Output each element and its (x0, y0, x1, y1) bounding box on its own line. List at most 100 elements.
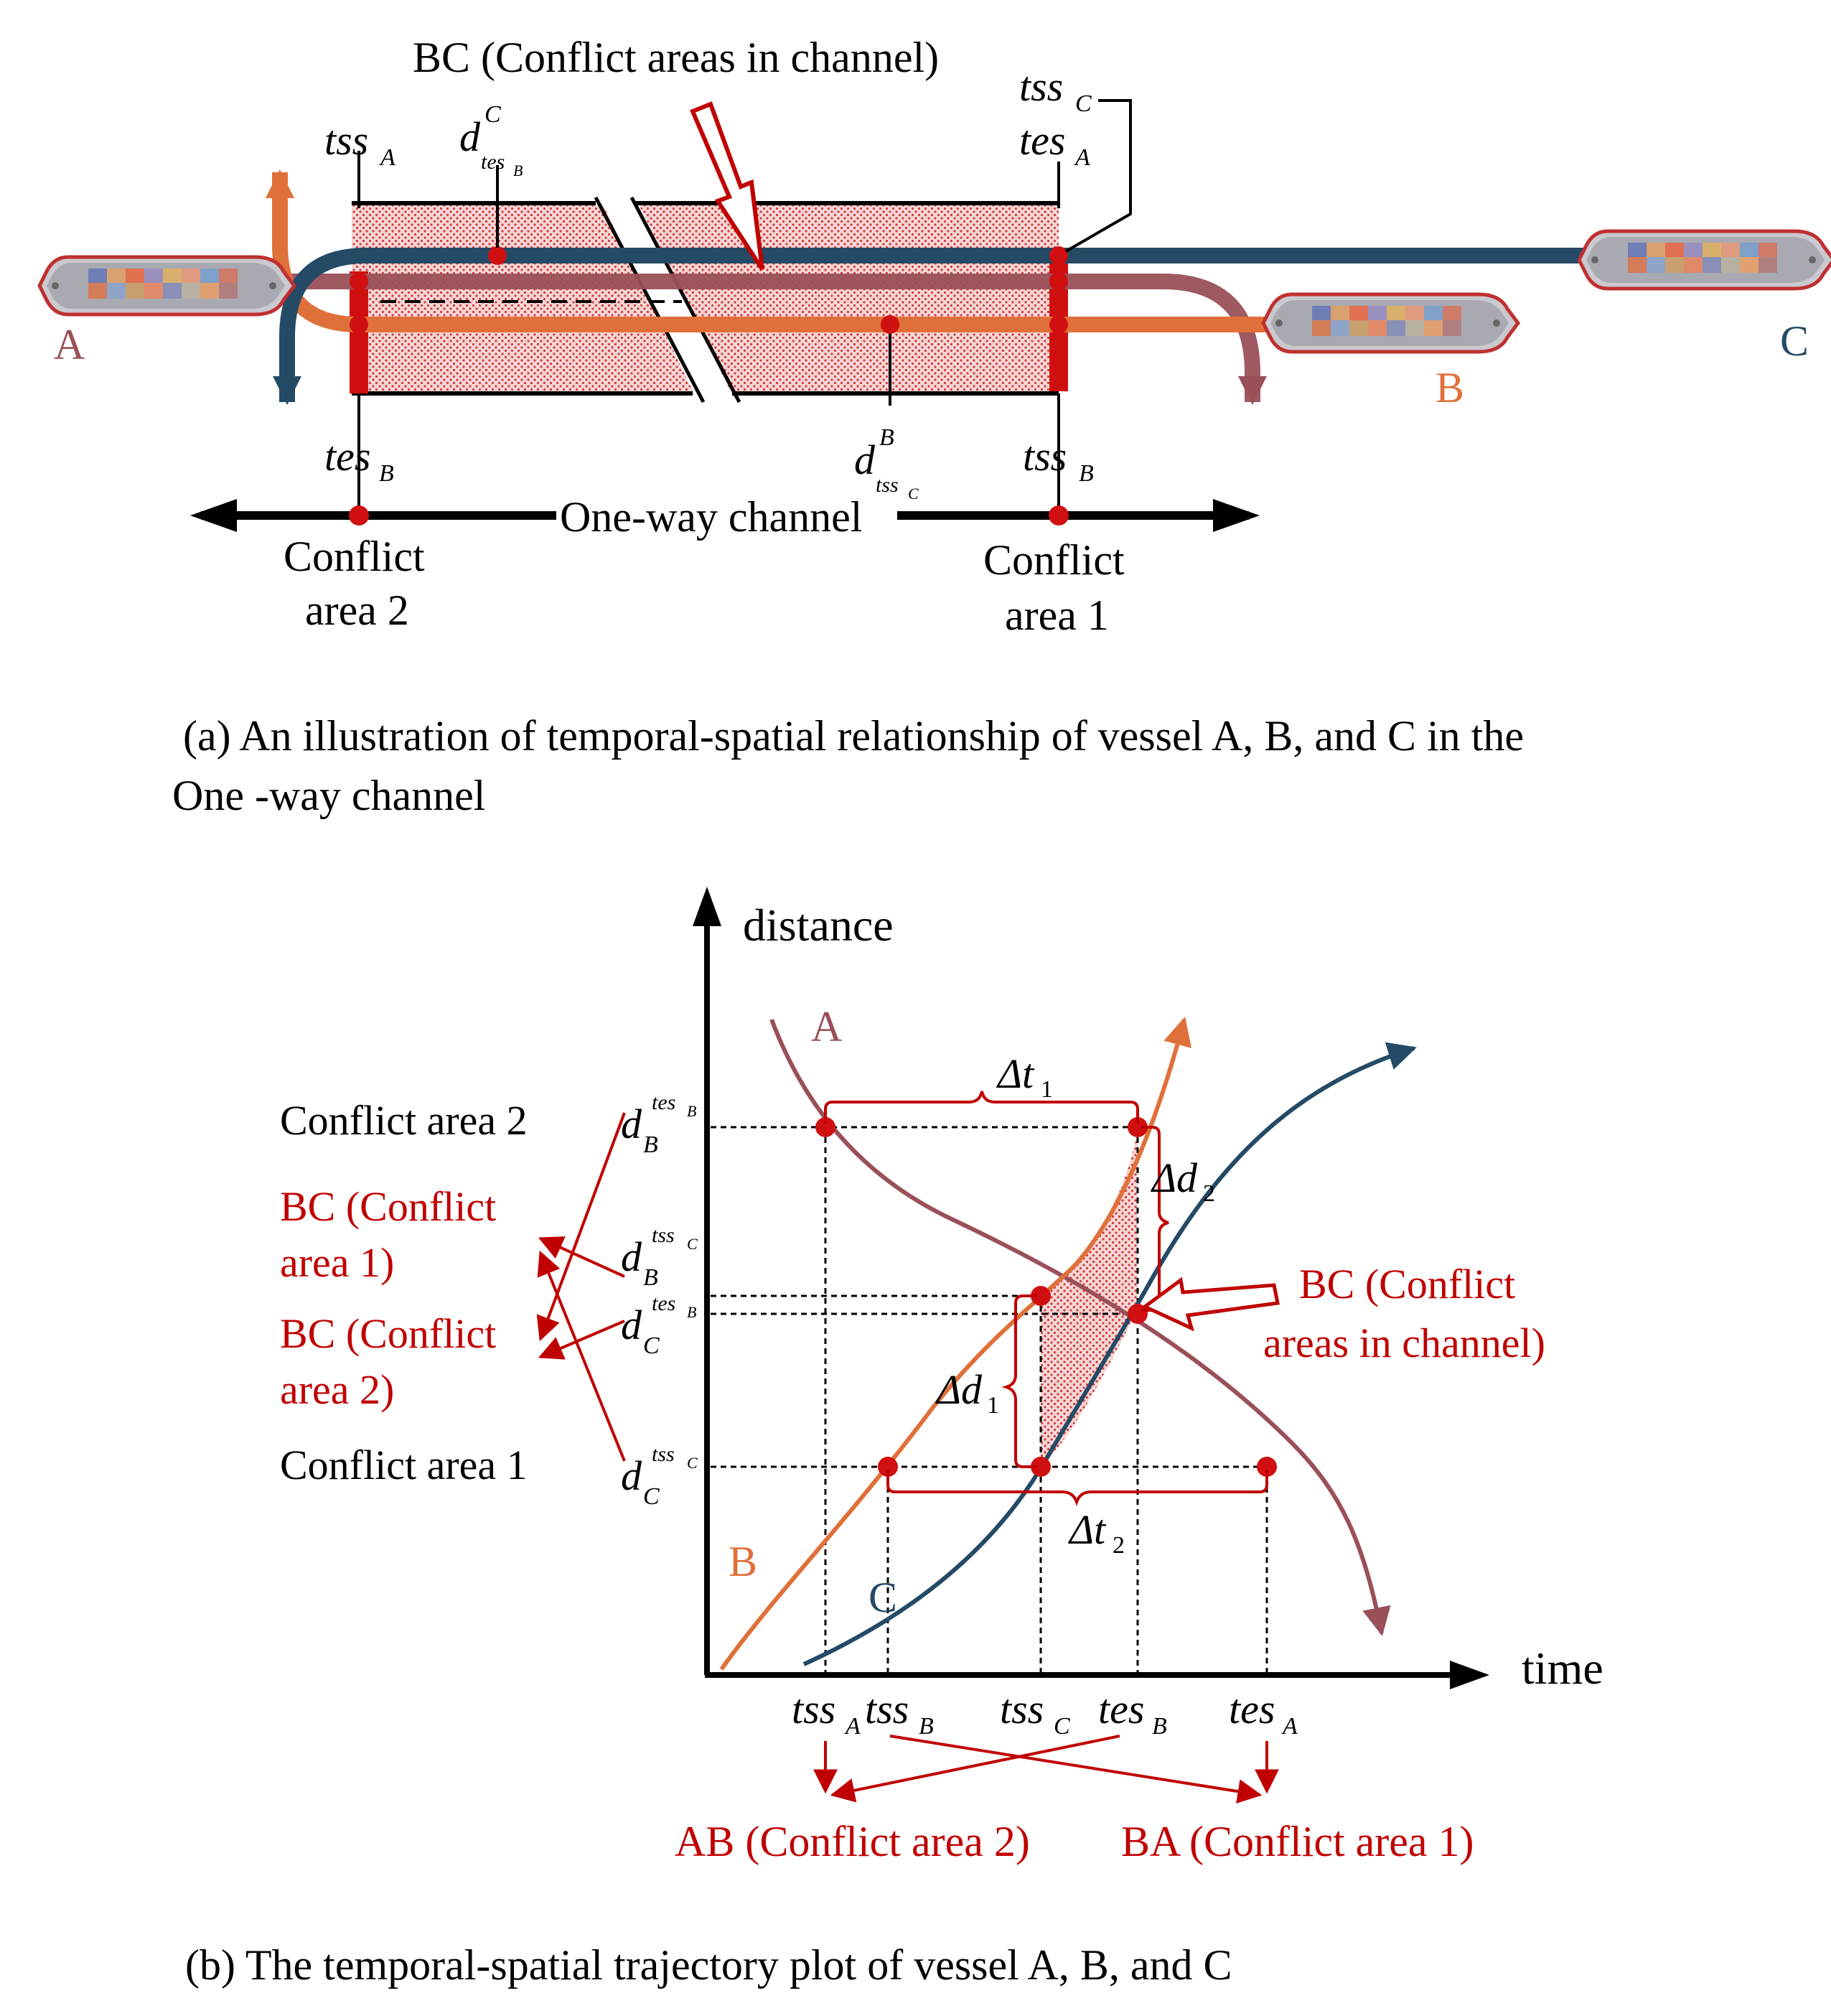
svg-text:B: B (1079, 460, 1094, 487)
d-tssc-b-label: d B tss C (854, 424, 919, 503)
delta-d1-label: Δd 1 (935, 1366, 999, 1419)
svg-text:tes: tes (1229, 1686, 1275, 1732)
channel-label: One-way channel (560, 493, 862, 541)
conflict-area-2-label-b: Conflict area 2 (280, 1097, 528, 1144)
ytick-d-b-tssc: d B tss C (621, 1223, 698, 1291)
vessel-c-path (273, 248, 1593, 405)
svg-text:C: C (643, 1483, 660, 1510)
ship-a-icon (39, 257, 294, 314)
conflict-area-1-line2: area 1 (1005, 592, 1109, 639)
bc-area1-line1: BC (Conflict (280, 1183, 496, 1230)
break-line-left (594, 196, 706, 403)
svg-text:tss: tss (876, 473, 899, 497)
channel-arrow-right (1213, 499, 1260, 532)
vessel-b-path (266, 169, 1278, 332)
svg-text:A: A (844, 1713, 861, 1740)
svg-text:A: A (379, 144, 395, 171)
xtick-tss-c: tss C (1000, 1686, 1070, 1740)
curve-b (719, 1017, 1192, 1671)
svg-text:B: B (379, 460, 394, 487)
svg-text:tss: tss (865, 1686, 909, 1732)
svg-text:2: 2 (1113, 1532, 1125, 1559)
ship-b-icon (1263, 294, 1518, 352)
svg-text:1: 1 (1041, 1076, 1053, 1103)
ytick-d-c-tesb: d C tes B (621, 1292, 696, 1359)
svg-text:d: d (621, 1101, 642, 1147)
vessel-c-label: C (1780, 317, 1809, 365)
bc-top-label: BC (Conflict areas in channel) (413, 34, 939, 81)
ytick-d-b-tesb: d B tes B (621, 1091, 696, 1158)
bc-hatched-region (1041, 1131, 1138, 1468)
conflict-hatch-left (352, 205, 695, 395)
y-axis-label: distance (743, 900, 894, 951)
svg-text:tes: tes (1019, 117, 1065, 164)
tes-b-label-a: tes B (324, 433, 394, 487)
ytick-d-c-tssc: d C tss C (621, 1442, 698, 1510)
brace-dt2 (886, 1470, 1268, 1506)
xtick-tes-a: tes A (1229, 1686, 1298, 1740)
d-tesb-c-label: d C tes B (459, 101, 523, 179)
svg-text:B: B (643, 1131, 658, 1158)
xtick-tss-a: tss A (792, 1686, 861, 1740)
bc-pointer-arrow (690, 101, 764, 271)
svg-text:B: B (1152, 1713, 1167, 1740)
svg-text:d: d (459, 113, 481, 160)
curve-b-label: B (729, 1538, 757, 1585)
svg-text:C: C (687, 1454, 698, 1472)
vessel-b-label: B (1436, 364, 1464, 411)
tss-a-label: tss A (324, 117, 395, 171)
conflict-area-2-line1: Conflict (284, 533, 425, 580)
channel-arrow-left (190, 499, 237, 532)
bc-channel-label-line1: BC (Conflict (1299, 1261, 1515, 1307)
tes-a-label: tes A (1019, 117, 1090, 171)
d-tesb-c-point (488, 246, 507, 265)
svg-text:C: C (484, 101, 501, 128)
svg-text:tes: tes (1098, 1686, 1144, 1732)
delta-d2-label: Δd 2 (1151, 1154, 1215, 1207)
x-axis-label: time (1522, 1643, 1603, 1694)
caption-b: (b) The temporal-spatial trajectory plot… (185, 1941, 1232, 1989)
svg-text:tss: tss (1000, 1686, 1044, 1732)
svg-text:tes: tes (481, 150, 505, 174)
ab-label: AB (Conflict area 2) (675, 1818, 1030, 1865)
svg-text:tss: tss (652, 1223, 675, 1247)
svg-text:C: C (687, 1235, 698, 1253)
dotted-guides (711, 1126, 1268, 1673)
xtick-tss-b: tss B (865, 1686, 934, 1740)
bc-area2-line1: BC (Conflict (280, 1310, 496, 1357)
xtick-tes-b: tes B (1098, 1686, 1167, 1740)
svg-text:2: 2 (1203, 1180, 1215, 1207)
vessel-a-label: A (54, 321, 85, 368)
svg-text:B: B (919, 1713, 934, 1740)
svg-text:C: C (1054, 1713, 1070, 1740)
curve-a-label: A (811, 1003, 842, 1050)
svg-text:d: d (621, 1302, 642, 1348)
svg-text:tss: tss (1023, 433, 1067, 480)
svg-text:tss: tss (1019, 63, 1063, 110)
d-tssc-b-point (881, 315, 899, 334)
svg-text:B: B (643, 1264, 658, 1291)
delta-t2-label: Δt 2 (1068, 1506, 1125, 1559)
tss-b-label-a: tss B (1023, 433, 1094, 487)
conflict-area-1-line1: Conflict (983, 536, 1125, 584)
svg-text:Δt: Δt (996, 1050, 1035, 1097)
panel-a: BC (Conflict areas in channel) A B C tss… (39, 34, 1831, 819)
break-line-right (629, 196, 741, 403)
curve-c (802, 1042, 1417, 1666)
conflict-area-2-line2: area 2 (305, 587, 409, 634)
svg-text:1: 1 (987, 1392, 999, 1419)
svg-text:B: B (687, 1102, 696, 1120)
svg-text:tes: tes (652, 1292, 675, 1315)
ship-c-icon (1579, 231, 1831, 289)
svg-text:C: C (1075, 90, 1092, 117)
svg-text:C: C (643, 1333, 660, 1359)
svg-text:Δd: Δd (1151, 1154, 1198, 1201)
svg-text:B: B (513, 162, 523, 179)
svg-text:A: A (1074, 144, 1090, 171)
bc-area1-line2: area 1) (280, 1239, 394, 1286)
svg-text:d: d (854, 437, 876, 483)
conflict-area-1-label-b: Conflict area 1 (280, 1442, 528, 1488)
bc-channel-pointer (1141, 1277, 1280, 1332)
svg-text:tes: tes (652, 1091, 675, 1114)
